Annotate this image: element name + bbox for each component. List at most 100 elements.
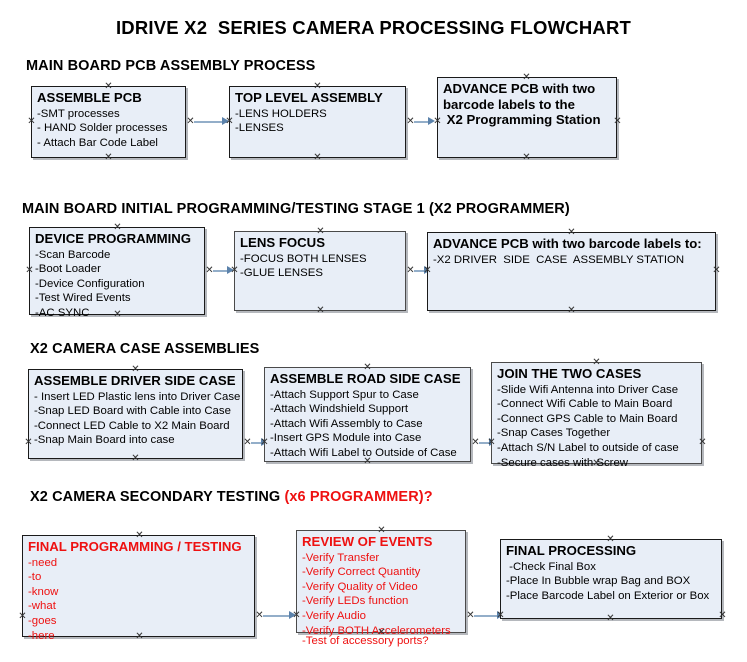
node-assemble-road-side-case[interactable]: ASSEMBLE ROAD SIDE CASE -Attach Support …	[264, 367, 471, 462]
connection-handle[interactable]	[316, 306, 325, 315]
node-title: JOIN THE TWO CASES	[497, 366, 642, 381]
node-line: -Slide Wifi Antenna into Driver Case	[497, 383, 679, 396]
node-line: -Verify Transfer	[302, 551, 380, 564]
node-line: -Attach Wifi Assembly to Case	[270, 417, 423, 430]
connection-handle[interactable]	[27, 117, 36, 126]
connection-handle[interactable]	[186, 117, 195, 126]
connection-handle[interactable]	[243, 438, 252, 447]
connection-handle[interactable]	[25, 266, 34, 275]
section-heading-x2-camera-secondary-testing: X2 CAMERA SECONDARY TESTING (x6 PROGRAMM…	[30, 489, 433, 505]
node-line: -Verify BOTH Accelerometers	[302, 624, 451, 637]
connection-handle[interactable]	[377, 526, 386, 535]
node-line: -Verify LEDs function	[302, 595, 409, 608]
connection-handle[interactable]	[104, 82, 113, 91]
section-heading-main-board-pcb-assembly: MAIN BOARD PCB ASSEMBLY PROCESS	[26, 58, 315, 74]
connection-handle[interactable]	[718, 611, 727, 620]
node-title: TOP LEVEL ASSEMBLY	[235, 90, 383, 105]
connection-handle[interactable]	[592, 459, 601, 468]
node-line: -Attach Windshield Support	[270, 403, 409, 416]
connection-handle[interactable]	[567, 306, 576, 315]
node-join-the-two-cases[interactable]: JOIN THE TWO CASES -Slide Wifi Antenna i…	[491, 362, 702, 469]
node-title: DEVICE PROGRAMMING	[35, 231, 192, 246]
connection-handle[interactable]	[260, 438, 269, 447]
connection-handle[interactable]	[592, 358, 601, 367]
connection-handle[interactable]	[205, 266, 214, 275]
node-device-programming[interactable]: DEVICE PROGRAMMING -Scan Barcode -Boot L…	[29, 227, 205, 319]
connection-handle[interactable]	[363, 457, 372, 466]
node-line: -to	[28, 571, 42, 584]
connection-handle[interactable]	[18, 612, 27, 621]
connection-handle[interactable]	[292, 611, 301, 620]
connection-handle[interactable]	[24, 438, 33, 447]
connection-handle[interactable]	[104, 153, 113, 162]
connection-handle[interactable]	[363, 363, 372, 372]
node-line: -Device Configuration	[35, 277, 145, 290]
connection-handle[interactable]	[496, 611, 505, 620]
node-title: FINAL PROCESSING	[506, 543, 637, 558]
connector-line	[479, 442, 493, 444]
node-line: -Snap Cases Together	[497, 427, 611, 440]
connection-handle[interactable]	[567, 228, 576, 237]
node-line: -Verify Audio	[302, 609, 366, 622]
connection-handle[interactable]	[131, 365, 140, 374]
node-line: -Secure cases with Screw	[497, 456, 629, 469]
connection-handle[interactable]	[313, 153, 322, 162]
node-line: -LENSES	[235, 122, 284, 135]
node-line: -Snap LED Board with Cable into Case	[34, 405, 231, 418]
node-line: -Snap Main Board into case	[34, 434, 175, 447]
connection-handle[interactable]	[487, 438, 496, 447]
connection-handle[interactable]	[522, 73, 531, 82]
node-final-programming-testing[interactable]: FINAL PROGRAMMING / TESTING -need -to -k…	[22, 535, 255, 642]
node-top-level-assembly[interactable]: TOP LEVEL ASSEMBLY -LENS HOLDERS -LENSES	[229, 86, 406, 158]
node-advance-pcb-to-driver-side-case-station[interactable]: ADVANCE PCB with two barcode labels to: …	[427, 232, 716, 311]
node-line: - Attach Bar Code Label	[37, 136, 158, 149]
page-title: IDRIVE X2 SERIES CAMERA PROCESSING FLOWC…	[115, 17, 632, 38]
section-heading-text: X2 CAMERA SECONDARY TESTING	[30, 489, 285, 505]
connection-handle[interactable]	[466, 611, 475, 620]
connection-handle[interactable]	[406, 266, 415, 275]
connection-handle[interactable]	[377, 628, 386, 637]
node-lens-focus[interactable]: LENS FOCUS -FOCUS BOTH LENSES -GLUE LENS…	[234, 231, 406, 311]
connection-handle[interactable]	[225, 117, 234, 126]
node-title: ASSEMBLE ROAD SIDE CASE	[270, 371, 461, 386]
connection-handle[interactable]	[613, 117, 622, 126]
node-overflow-line: -Test of accessory ports?	[302, 635, 429, 647]
node-line: -AC SYNC	[35, 306, 90, 319]
node-line: - HAND Solder processes	[37, 122, 168, 135]
node-line: -Verify Quality of Video	[302, 580, 418, 593]
node-line: -Insert GPS Module into Case	[270, 432, 422, 445]
connector-line	[474, 615, 501, 617]
node-line: -Scan Barcode	[35, 248, 111, 261]
connection-handle[interactable]	[423, 266, 432, 275]
node-line: -Test Wired Events	[35, 292, 131, 305]
connection-handle[interactable]	[712, 266, 721, 275]
node-title: ADVANCE PCB with two barcode labels to t…	[443, 81, 601, 128]
node-assemble-driver-side-case[interactable]: ASSEMBLE DRIVER SIDE CASE - Insert LED P…	[28, 369, 243, 459]
connection-handle[interactable]	[131, 454, 140, 463]
connection-handle[interactable]	[606, 535, 615, 544]
connection-handle[interactable]	[230, 266, 239, 275]
connection-handle[interactable]	[433, 117, 442, 126]
connection-handle[interactable]	[113, 223, 122, 232]
section-heading-text: MAIN BOARD PCB ASSEMBLY PROCESS	[26, 58, 316, 74]
node-line: -what	[28, 600, 56, 613]
connection-handle[interactable]	[606, 614, 615, 623]
connection-handle[interactable]	[471, 438, 480, 447]
node-advance-pcb-to-x2-programming-station[interactable]: ADVANCE PCB with two barcode labels to t…	[437, 77, 617, 158]
connection-handle[interactable]	[313, 82, 322, 91]
connection-handle[interactable]	[135, 632, 144, 641]
node-line: -goes	[28, 614, 57, 627]
node-assemble-pcb[interactable]: ASSEMBLE PCB -SMT processes - HAND Solde…	[31, 86, 186, 158]
node-review-of-events[interactable]: REVIEW OF EVENTS -Verify Transfer -Verif…	[296, 530, 466, 647]
node-line: -SMT processes	[37, 107, 120, 120]
connection-handle[interactable]	[316, 227, 325, 236]
node-final-processing[interactable]: FINAL PROCESSING -Check Final Box -Place…	[500, 539, 722, 619]
connection-handle[interactable]	[135, 531, 144, 540]
connection-handle[interactable]	[113, 310, 122, 319]
connection-handle[interactable]	[406, 117, 415, 126]
connection-handle[interactable]	[522, 153, 531, 162]
connection-handle[interactable]	[698, 438, 707, 447]
section-heading-x2-camera-case-assemblies: X2 CAMERA CASE ASSEMBLIES	[30, 341, 259, 357]
connection-handle[interactable]	[255, 611, 264, 620]
